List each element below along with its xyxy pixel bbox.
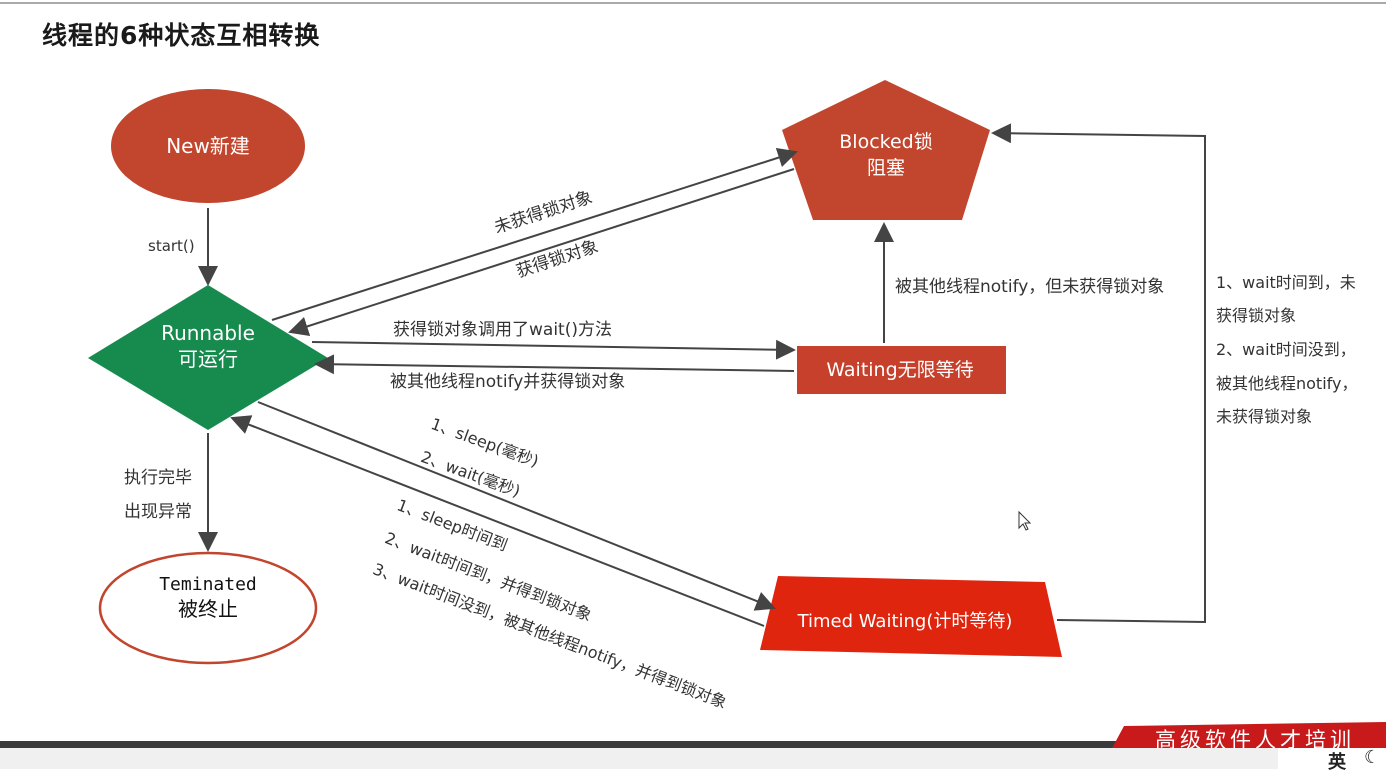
edge-label-timed-blocked-5: 未获得锁对象	[1216, 407, 1313, 426]
node-runnable-label-1: Runnable	[161, 321, 255, 345]
node-runnable	[88, 285, 328, 430]
edge-label-notify-get-lock: 被其他线程notify并获得锁对象	[390, 372, 626, 392]
arrow-blocked-runnable	[288, 168, 795, 336]
edge-label-finish-2: 出现异常	[124, 502, 192, 522]
edge-label-timed-blocked-4: 被其他线程notify，	[1216, 374, 1358, 393]
ime-indicator[interactable]: 英 ☾	[1278, 747, 1386, 773]
node-blocked-label-1: Blocked锁	[839, 131, 933, 153]
arrow-runnable-timed	[257, 401, 776, 611]
brand-banner	[1110, 722, 1386, 752]
ime-label: 英	[1328, 752, 1346, 773]
arrow-runnable-waiting	[311, 339, 796, 360]
moon-icon: ☾	[1364, 747, 1381, 768]
node-terminated	[98, 551, 318, 665]
taskbar	[0, 748, 1386, 769]
node-terminated-label-2: 被终止	[178, 597, 238, 621]
node-timed-label: Timed Waiting(计时等待)	[797, 611, 1013, 632]
node-waiting	[797, 346, 1006, 394]
node-waiting-label: Waiting无限等待	[826, 359, 974, 381]
arrow-runnable-blocked	[271, 147, 798, 321]
node-terminated-label-1: Teminated	[159, 574, 257, 595]
node-new-label: New新建	[166, 134, 250, 158]
edge-label-timed-blocked-3: 2、wait时间没到，	[1216, 340, 1356, 359]
node-new	[111, 89, 305, 203]
arrow-timed-runnable	[230, 415, 765, 627]
node-blocked	[782, 80, 990, 220]
top-divider	[0, 2, 1386, 4]
edge-label-notify-no-lock: 被其他线程notify，但未获得锁对象	[895, 277, 1165, 297]
node-blocked-label-2: 阻塞	[866, 157, 905, 179]
node-timed-waiting	[760, 576, 1062, 657]
arrow-waiting-runnable	[314, 354, 795, 375]
edge-label-finish-1: 执行完毕	[124, 468, 192, 488]
edge-label-timed-blocked-1: 1、wait时间到，未	[1216, 273, 1356, 292]
edge-label-timed-blocked-2: 获得锁对象	[1216, 306, 1297, 325]
edge-label-call-wait: 获得锁对象调用了wait()方法	[393, 320, 612, 340]
page-title: 线程的6种状态互相转换	[42, 21, 321, 50]
arrow-timed-blocked	[991, 123, 1206, 624]
edge-label-start: start()	[148, 237, 195, 255]
node-runnable-label-2: 可运行	[178, 347, 238, 371]
cursor-icon	[1018, 510, 1032, 531]
